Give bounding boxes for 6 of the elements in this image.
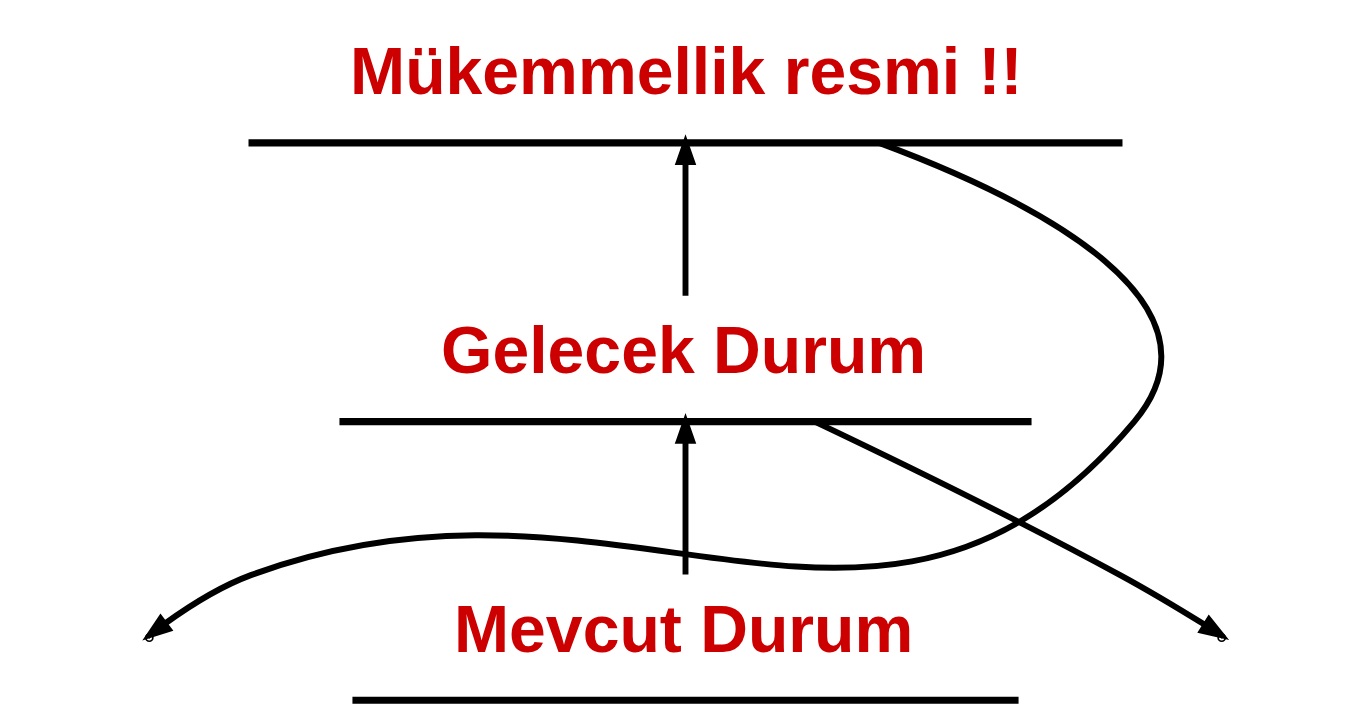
node-text: Mevcut Durum [454,591,914,666]
arrow [674,134,697,296]
arrow [142,140,1164,641]
node-text: Gelecek Durum [441,312,927,387]
node-text: Mükemmellik resmi !! [350,34,1023,109]
arrow [674,413,697,575]
